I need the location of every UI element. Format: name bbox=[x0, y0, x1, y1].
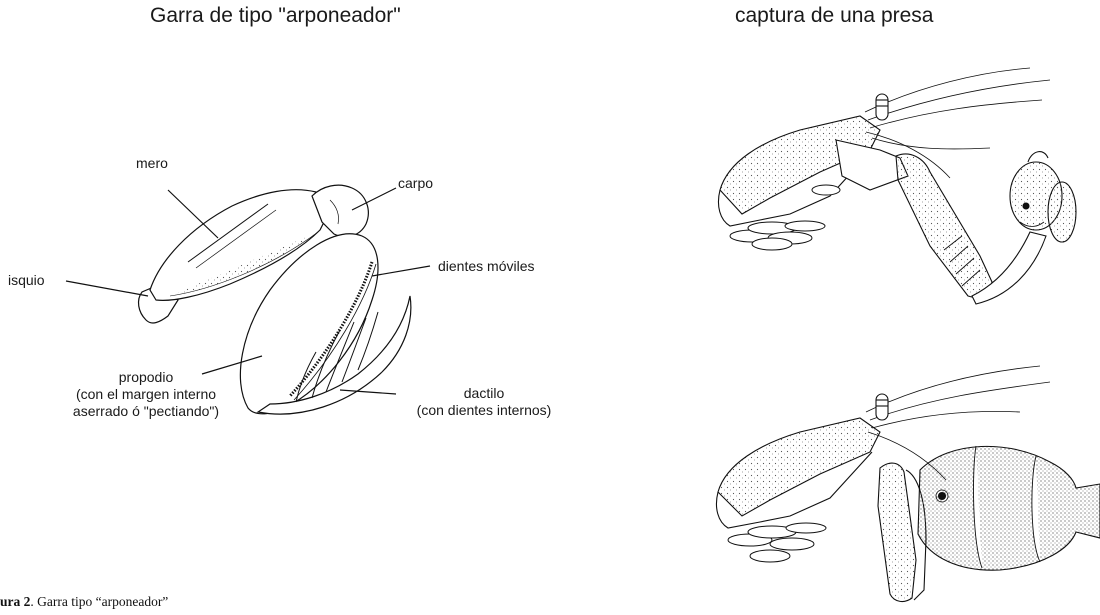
label-dientes-moviles: dientes móviles bbox=[438, 258, 535, 275]
label-dactilo-line2: (con dientes internos) bbox=[396, 402, 572, 419]
leader-mero bbox=[168, 190, 218, 238]
caption-figure-number: ura 2 bbox=[0, 594, 30, 609]
caption-text: . Garra tipo “arponeador” bbox=[30, 594, 168, 609]
capture-illustration-top bbox=[718, 68, 1076, 304]
label-carpo: carpo bbox=[398, 175, 433, 192]
capture-illustration-bottom bbox=[716, 366, 1100, 601]
label-mero: mero bbox=[136, 155, 168, 172]
prey-fish-bottom bbox=[918, 446, 1100, 570]
label-dactilo-line1: dactilo bbox=[396, 385, 572, 402]
prey-fish-top bbox=[1010, 152, 1076, 242]
leader-isquio bbox=[66, 281, 148, 296]
label-propodio-line1: propodio bbox=[56, 369, 236, 386]
label-isquio: isquio bbox=[8, 272, 45, 289]
label-propodio-line2: (con el margen interno bbox=[56, 386, 236, 403]
label-propodio: propodio (con el margen interno aserrado… bbox=[56, 369, 236, 420]
label-dactilo: dactilo (con dientes internos) bbox=[396, 385, 572, 419]
leader-dientes bbox=[372, 266, 430, 276]
label-propodio-line3: aserrado ó "pectiando") bbox=[56, 403, 236, 420]
figure-caption: ura 2. Garra tipo “arponeador” bbox=[0, 594, 168, 610]
